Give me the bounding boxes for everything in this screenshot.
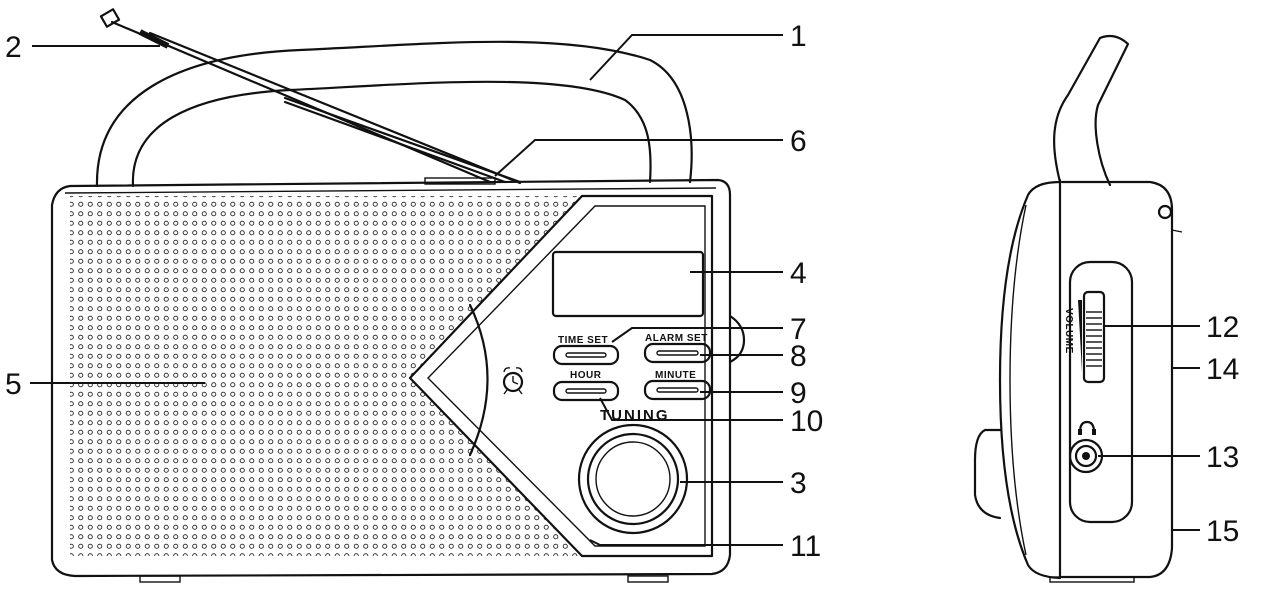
antenna-icon [99,8,522,185]
callout-5: 5 [5,368,22,401]
alarm-set-button[interactable] [643,342,712,364]
time-set-label: TIME SET [558,335,608,346]
callout-3: 3 [790,467,807,500]
callout-numbers: 1 2 6 4 5 7 8 9 10 3 11 12 14 13 15 [5,20,1239,563]
volume-wheel[interactable]: VOLUME [1063,290,1106,384]
tuning-knob[interactable] [577,423,689,535]
callout-15: 15 [1206,515,1239,548]
minute-label: MINUTE [655,370,696,381]
leader-lines [30,34,1200,546]
callout-10: 10 [790,405,823,438]
headphone-jack[interactable] [1068,438,1104,474]
front-view: TIME SET ALARM SET HOUR MINUTE TUNING [50,8,746,583]
hour-label: HOUR [570,370,602,381]
lcd-display [551,250,705,318]
callout-11: 11 [790,530,821,563]
speaker-grille [70,196,582,556]
callout-4: 4 [790,257,807,290]
callout-7: 7 [790,313,807,346]
callout-9: 9 [790,377,807,410]
alarm-clock-icon [502,367,524,395]
callout-8: 8 [790,340,807,373]
carry-handle [95,40,693,188]
minute-button[interactable] [643,379,712,401]
callout-13: 13 [1206,441,1239,474]
callout-6: 6 [790,125,807,158]
callout-2: 2 [5,31,22,64]
callout-12: 12 [1206,311,1239,344]
volume-label: VOLUME [1063,308,1074,354]
radio-body [50,177,732,583]
side-view: VOLUME [973,34,1183,583]
headphone-icon [1078,420,1096,435]
alarm-set-label: ALARM SET [645,333,708,344]
time-set-button[interactable] [552,344,620,366]
callout-1: 1 [790,20,807,53]
hour-button[interactable] [552,380,620,402]
callout-14: 14 [1206,353,1239,386]
